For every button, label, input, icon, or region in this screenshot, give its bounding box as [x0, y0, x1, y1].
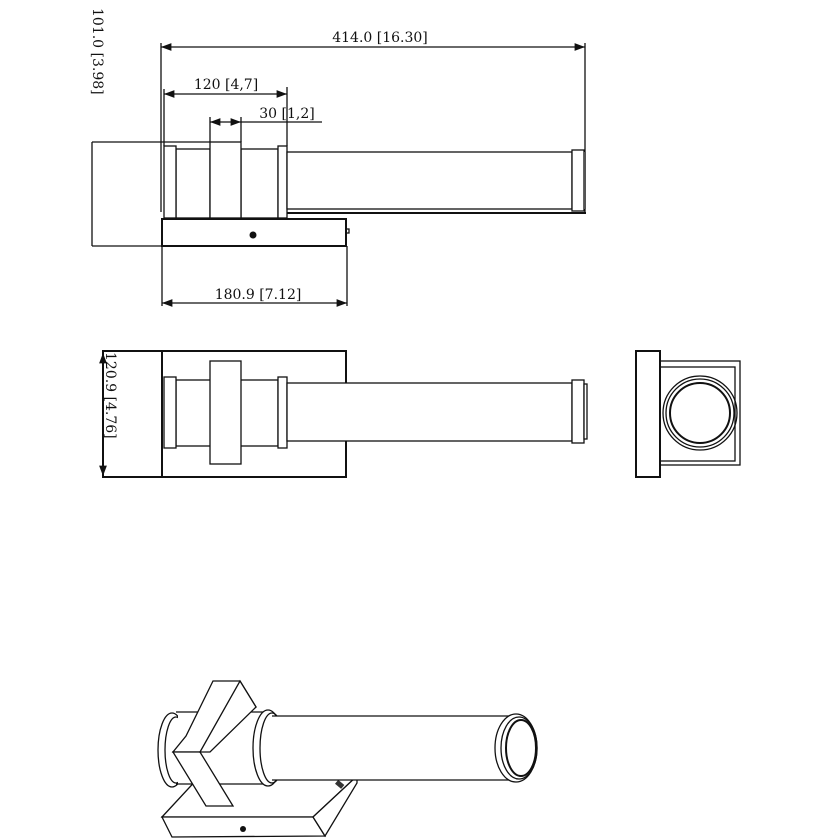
dim-cap-span: 120 [4,7] — [194, 77, 258, 93]
screw-icon — [240, 826, 246, 832]
dim-collar-width: 30 [1,2] — [259, 106, 314, 122]
collar-bracket — [209, 360, 242, 465]
iso-tube-fill — [272, 716, 512, 780]
tube-outer-ring — [662, 375, 738, 451]
iso-nub — [335, 779, 345, 789]
long-tube — [286, 382, 573, 442]
mid-tube-section — [240, 148, 279, 219]
tube-end-cap — [571, 149, 585, 212]
side-box-outer — [659, 360, 741, 466]
tube-inner-ring — [669, 382, 731, 444]
iso-end-cap-lens — [505, 719, 537, 777]
left-tube-section — [175, 148, 211, 219]
side-view — [635, 350, 741, 478]
iso-base-side — [312, 774, 358, 838]
iso-bracket-bottom-arm — [171, 751, 235, 807]
long-tube — [286, 151, 573, 210]
tube-end-cap — [571, 379, 585, 444]
right-ring — [277, 145, 288, 219]
iso-bracket-side — [198, 679, 257, 753]
tube-end-edge — [583, 383, 588, 440]
tube-mid-ring — [665, 378, 735, 448]
base-nub — [345, 228, 350, 234]
collar-bracket — [209, 141, 242, 219]
dim-base-width: 180.9 [7.12] — [215, 287, 302, 303]
side-plate — [635, 350, 661, 478]
tube-end-edge — [584, 152, 586, 209]
front-view: 120.9 [4.76] — [99, 350, 588, 478]
dim-depth: 120.9 [4.76] — [102, 352, 118, 439]
dim-overall-length: 414.0 [16.30] — [332, 30, 428, 46]
right-ring — [277, 376, 288, 449]
dim-height: 101.0 [3.98] — [89, 8, 105, 95]
screw-icon — [249, 231, 257, 239]
left-end-cap — [163, 376, 177, 449]
top-view: 414.0 [16.30] 120 [4,7] 30 [1,2] 101.0 [… — [89, 8, 586, 307]
left-end-cap — [163, 145, 177, 219]
isometric-view — [157, 679, 538, 838]
